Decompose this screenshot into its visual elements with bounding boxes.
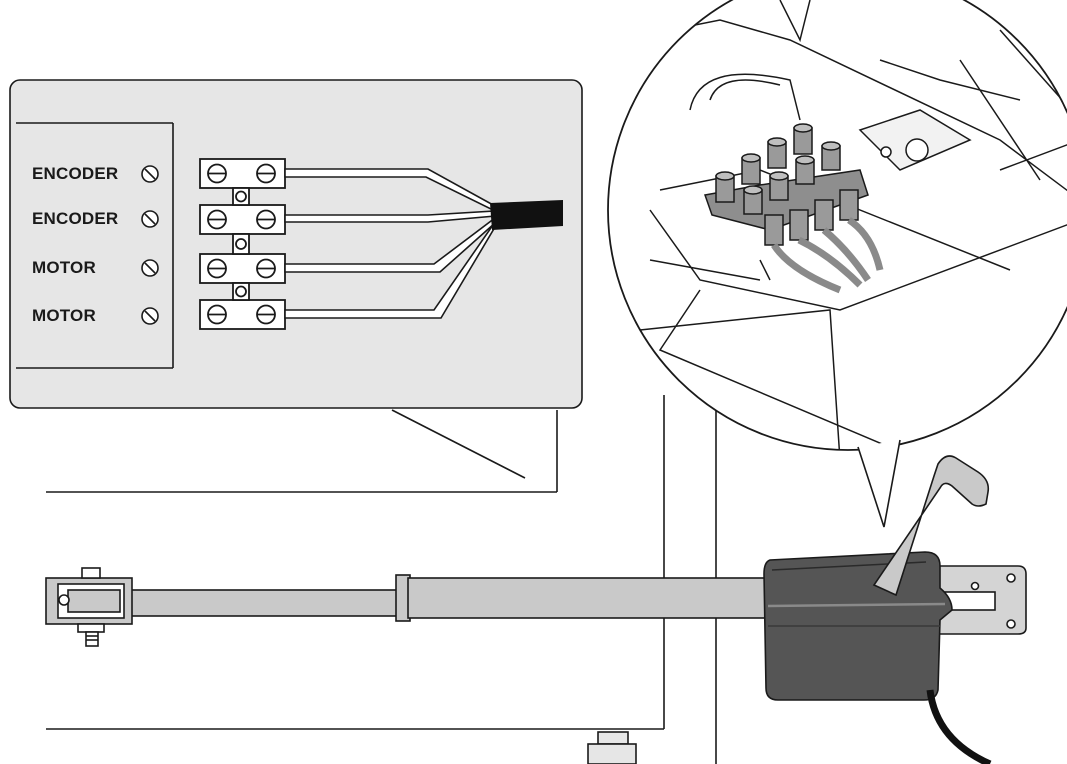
wiring-panel <box>9 79 583 409</box>
actuator-arm <box>45 567 771 647</box>
terminal-label-motor: MOTOR <box>32 306 96 325</box>
terminal-label-motor: MOTOR <box>32 258 96 277</box>
terminal-block <box>199 253 286 284</box>
terminal-blocks <box>199 158 286 330</box>
screw-icon <box>141 259 159 277</box>
screw-icon <box>141 210 159 228</box>
screw-icon <box>141 165 159 183</box>
terminal-bridges <box>232 187 250 301</box>
zoom-inset <box>607 0 1067 528</box>
panel-screws <box>141 165 159 325</box>
power-cable <box>926 689 992 764</box>
cable-sheath <box>490 200 563 230</box>
bottom-post <box>587 731 637 764</box>
terminal-label-encoder: ENCODER <box>32 209 119 228</box>
release-lever <box>872 455 990 597</box>
terminal-label-encoder: ENCODER <box>32 164 119 183</box>
screw-icon <box>141 307 159 325</box>
